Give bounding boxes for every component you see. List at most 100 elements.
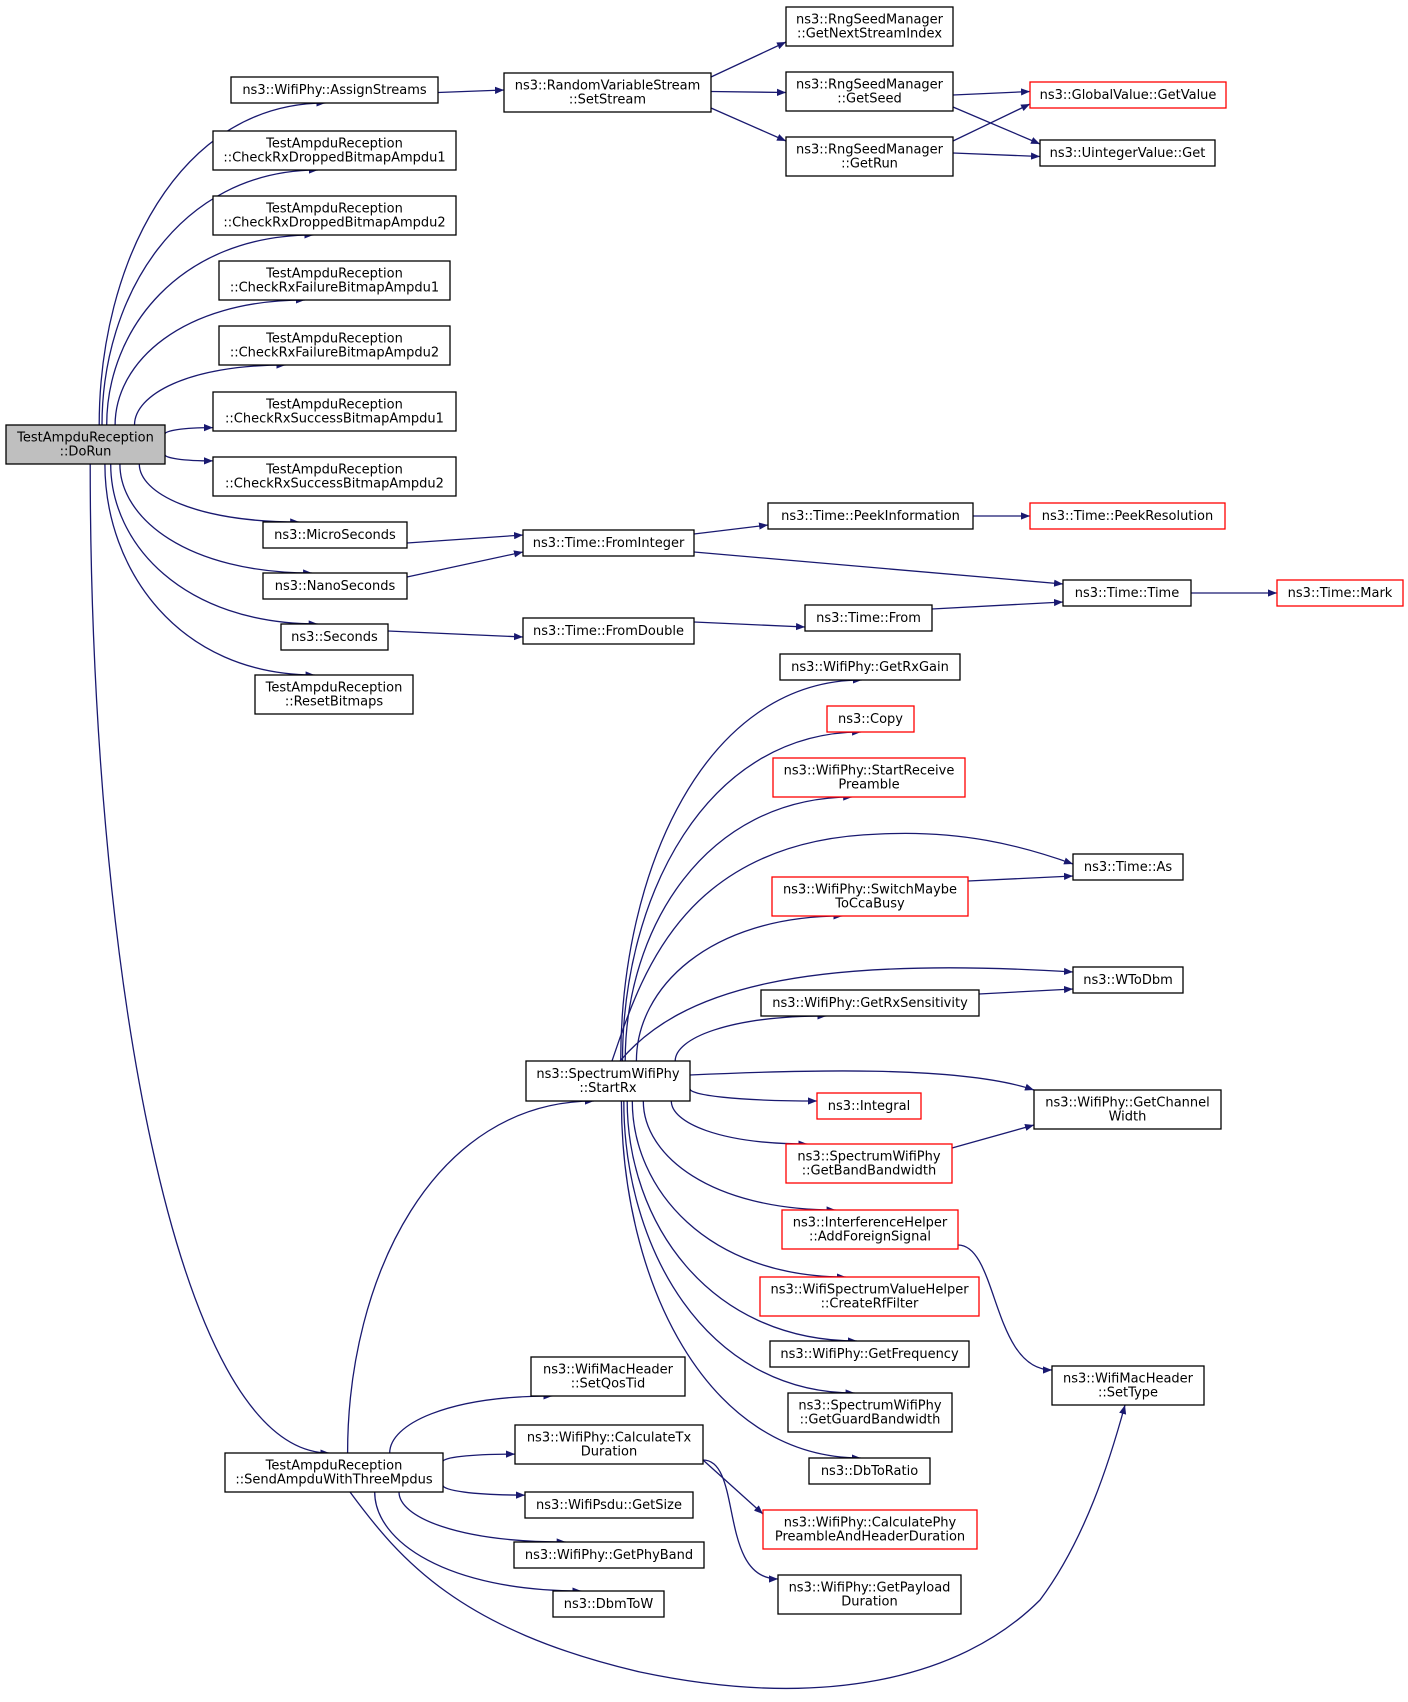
- node-label: Preamble: [838, 778, 899, 793]
- node-cfba2[interactable]: TestAmpduReception::CheckRxFailureBitmap…: [218, 325, 451, 366]
- node-box: [767, 502, 974, 530]
- node-box: [1062, 579, 1192, 607]
- edge-startRx-copy: [621, 728, 862, 1062]
- edge-dorun-cfba2: [133, 361, 286, 426]
- node-label: ns3::RandomVariableStream: [515, 79, 701, 94]
- node-label: ns3::Time::Time: [1075, 586, 1179, 601]
- node-peekInformation[interactable]: ns3::Time::PeekInformation: [767, 502, 974, 530]
- node-uintegerGet[interactable]: ns3::UintegerValue::Get: [1039, 139, 1216, 167]
- node-getRxGain[interactable]: ns3::WifiPhy::GetRxGain: [779, 653, 961, 681]
- node-label: TestAmpduReception: [265, 332, 403, 347]
- node-fromInteger[interactable]: ns3::Time::FromInteger: [522, 529, 695, 557]
- edge-dorun-resetBitmaps: [104, 463, 315, 679]
- node-startRx[interactable]: ns3::SpectrumWifiPhy::StartRx: [525, 1060, 691, 1102]
- node-nano[interactable]: ns3::NanoSeconds: [262, 572, 408, 600]
- edge-getRxSensitivity-wToDbm: [978, 985, 1074, 995]
- edge-startRx-dbToRatio: [620, 1100, 861, 1462]
- node-box: [254, 674, 414, 715]
- node-label: ns3::Time::FromInteger: [533, 536, 685, 551]
- node-box: [785, 136, 954, 177]
- node-micro[interactable]: ns3::MicroSeconds: [262, 521, 408, 549]
- node-timeAs[interactable]: ns3::Time::As: [1072, 853, 1184, 881]
- node-label: TestAmpduReception: [265, 137, 403, 152]
- node-dbToRatio[interactable]: ns3::DbToRatio: [808, 1457, 931, 1485]
- node-box: [781, 1209, 959, 1250]
- node-label: TestAmpduReception: [16, 431, 154, 446]
- node-label: ns3::WifiMacHeader: [543, 1363, 674, 1378]
- node-setQosTid[interactable]: ns3::WifiMacHeader::SetQosTid: [530, 1356, 686, 1397]
- node-getFrequency[interactable]: ns3::WifiPhy::GetFrequency: [769, 1340, 970, 1368]
- edge-startRx-integral: [689, 1088, 818, 1105]
- node-csba1[interactable]: TestAmpduReception::CheckRxSuccessBitmap…: [212, 391, 457, 432]
- node-setStream[interactable]: ns3::RandomVariableStream::SetStream: [503, 72, 712, 113]
- node-label: ns3::WifiPhy::GetPhyBand: [525, 1548, 693, 1563]
- node-addForeignSignal[interactable]: ns3::InterferenceHelper::AddForeignSigna…: [781, 1209, 959, 1250]
- node-label: ::DoRun: [60, 445, 112, 460]
- node-label: ns3::RngSeedManager: [796, 78, 944, 93]
- node-copy[interactable]: ns3::Copy: [826, 705, 915, 733]
- node-label: ns3::RngSeedManager: [796, 13, 944, 28]
- node-csba2[interactable]: TestAmpduReception::CheckRxSuccessBitmap…: [212, 456, 457, 497]
- node-createRfFilter[interactable]: ns3::WifiSpectrumValueHelper::CreateRfFi…: [759, 1276, 980, 1317]
- node-label: ::CheckRxSuccessBitmapAmpdu1: [225, 412, 444, 427]
- edge-startRx-wToDbm: [619, 967, 1074, 1062]
- node-calcPreamble[interactable]: ns3::WifiPhy::CalculatePhyPreambleAndHea…: [762, 1509, 978, 1550]
- node-box: [262, 572, 408, 600]
- node-box: [779, 653, 961, 681]
- node-box: [785, 1143, 953, 1184]
- node-cfba1[interactable]: TestAmpduReception::CheckRxFailureBitmap…: [218, 260, 451, 301]
- node-sendAmpdu[interactable]: TestAmpduReception::SendAmpduWithThreeMp…: [224, 1452, 444, 1493]
- node-box: [514, 1424, 704, 1465]
- node-label: ns3::WifiMacHeader: [1063, 1372, 1194, 1387]
- edge-dorun-csba1: [164, 424, 214, 435]
- node-label: ns3::InterferenceHelper: [793, 1216, 948, 1231]
- node-getBandBandwidth[interactable]: ns3::SpectrumWifiPhy::GetBandBandwidth: [785, 1143, 953, 1184]
- edge-sendAmpdu-psduGetSize: [442, 1485, 526, 1499]
- node-wToDbm[interactable]: ns3::WToDbm: [1072, 966, 1184, 994]
- node-cdba2[interactable]: TestAmpduReception::CheckRxDroppedBitmap…: [212, 195, 457, 236]
- edge-switchMaybe-timeAs: [967, 872, 1074, 882]
- node-getPhyBand[interactable]: ns3::WifiPhy::GetPhyBand: [513, 1541, 705, 1569]
- edge-startRx-getGuardBandwidth: [623, 1100, 855, 1397]
- node-box: [1029, 502, 1226, 530]
- edge-startRx-addForeignSignal: [642, 1100, 836, 1214]
- edge-timeFrom-timeTime: [931, 598, 1064, 610]
- node-timeTime[interactable]: ns3::Time::Time: [1062, 579, 1192, 607]
- node-getRun[interactable]: ns3::RngSeedManager::GetRun: [785, 136, 954, 177]
- node-label: ns3::Time::FromDouble: [533, 624, 684, 639]
- edge-assignStreams-setStream: [437, 86, 505, 94]
- node-getRxSensitivity[interactable]: ns3::WifiPhy::GetRxSensitivity: [760, 989, 980, 1017]
- node-setType[interactable]: ns3::WifiMacHeader::SetType: [1051, 1365, 1205, 1406]
- edge-startRx-createRfFilter: [631, 1100, 846, 1281]
- node-timeFrom[interactable]: ns3::Time::From: [804, 604, 933, 632]
- node-label: ns3::SpectrumWifiPhy: [798, 1399, 941, 1414]
- node-label: ns3::WifiPhy::AssignStreams: [242, 83, 427, 98]
- edges-layer: [89, 41, 1277, 1689]
- node-getNextStreamIndex[interactable]: ns3::RngSeedManager::GetNextStreamIndex: [785, 6, 954, 47]
- node-label: ns3::RngSeedManager: [796, 143, 944, 158]
- node-dbmToW[interactable]: ns3::DbmToW: [552, 1590, 665, 1618]
- node-cdba1[interactable]: TestAmpduReception::CheckRxDroppedBitmap…: [212, 130, 457, 171]
- node-label: ToCcaBusy: [834, 897, 905, 912]
- node-assignStreams[interactable]: ns3::WifiPhy::AssignStreams: [230, 76, 439, 104]
- node-integral[interactable]: ns3::Integral: [816, 1092, 922, 1120]
- node-seconds[interactable]: ns3::Seconds: [280, 623, 389, 651]
- node-psduGetSize[interactable]: ns3::WifiPsdu::GetSize: [524, 1491, 694, 1519]
- node-peekResolution[interactable]: ns3::Time::PeekResolution: [1029, 502, 1226, 530]
- node-dorun: TestAmpduReception::DoRun: [5, 424, 166, 465]
- node-label: ns3::UintegerValue::Get: [1050, 146, 1206, 161]
- node-box: [769, 1340, 970, 1368]
- node-resetBitmaps[interactable]: TestAmpduReception::ResetBitmaps: [254, 674, 414, 715]
- node-timeMark[interactable]: ns3::Time::Mark: [1276, 579, 1404, 607]
- node-getGuardBandwidth[interactable]: ns3::SpectrumWifiPhy::GetGuardBandwidth: [787, 1392, 953, 1433]
- node-fromDouble[interactable]: ns3::Time::FromDouble: [522, 617, 695, 645]
- node-globalGetValue[interactable]: ns3::GlobalValue::GetValue: [1029, 81, 1227, 109]
- node-getSeed[interactable]: ns3::RngSeedManager::GetSeed: [785, 71, 954, 112]
- edge-setStream-getNextStreamIndex: [710, 41, 787, 78]
- node-label: TestAmpduReception: [265, 681, 403, 696]
